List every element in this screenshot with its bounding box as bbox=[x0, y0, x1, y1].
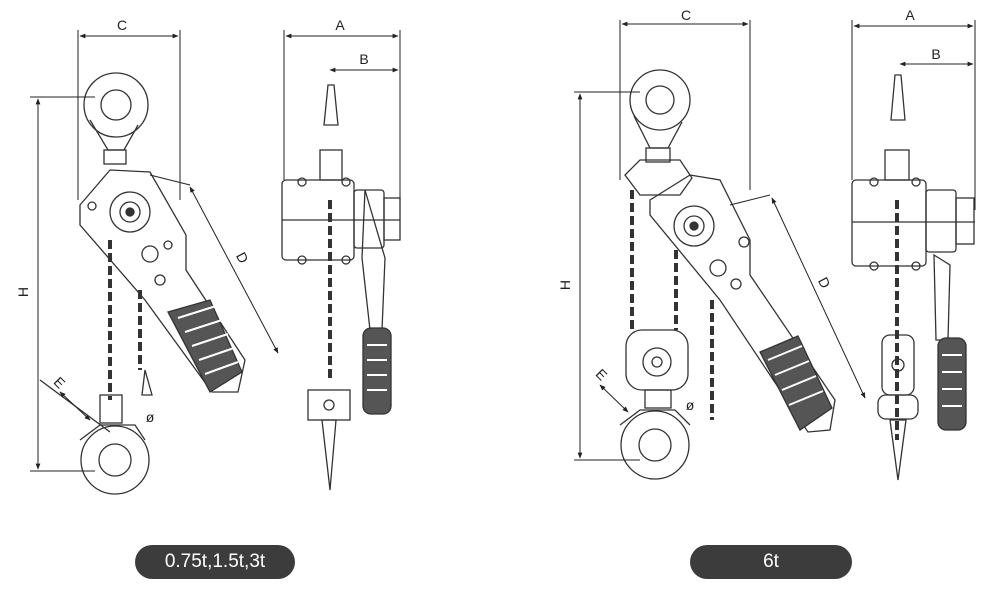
left-front-view bbox=[39, 72, 246, 495]
dim-c-label: C bbox=[681, 7, 691, 23]
left-side-view bbox=[281, 84, 401, 491]
dim-h-label: H bbox=[557, 280, 573, 290]
dim-a-label: A bbox=[905, 7, 915, 23]
dim-d-label: D bbox=[233, 249, 252, 265]
dim-e-label: E bbox=[51, 374, 69, 392]
right-side-view bbox=[851, 74, 975, 481]
dim-phi-label: ø bbox=[686, 397, 695, 413]
dim-b-label: B bbox=[359, 51, 368, 67]
dim-phi-label: ø bbox=[146, 409, 155, 425]
dim-a-label: A bbox=[335, 17, 345, 33]
dim-b-label: B bbox=[931, 46, 940, 62]
capacity-label-left: 0.75t,1.5t,3t bbox=[135, 545, 295, 579]
dim-e-label: E bbox=[593, 366, 611, 384]
right-dimension-lines bbox=[574, 20, 976, 461]
capacity-label-right: 6t bbox=[690, 545, 852, 579]
left-dimension-lines bbox=[30, 30, 401, 472]
right-dimension-labels: C A B H D E ø bbox=[557, 7, 941, 413]
dim-c-label: C bbox=[117, 17, 127, 33]
dim-h-label: H bbox=[15, 287, 31, 297]
right-front-view bbox=[619, 69, 836, 480]
dim-d-label: D bbox=[815, 274, 834, 290]
